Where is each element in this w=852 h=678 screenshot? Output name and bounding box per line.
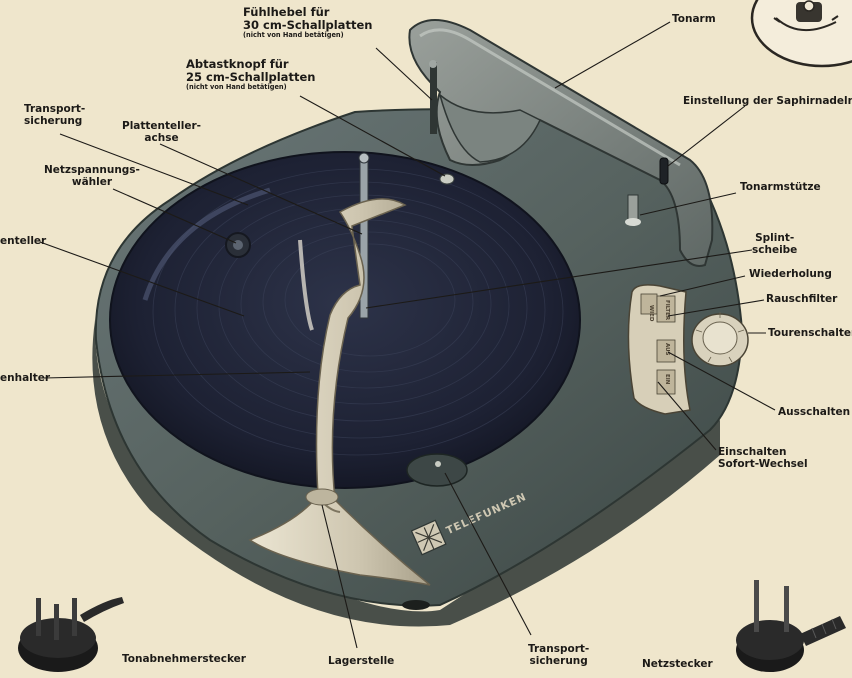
label-netzstecker: Netzstecker: [642, 658, 713, 670]
label-plattenteller: enteller: [0, 235, 46, 247]
setting-dial-icon: [752, 0, 852, 66]
label-wiederholung: Wiederholung: [749, 268, 832, 280]
label-line: scheibe: [752, 244, 797, 256]
label-tonarmstuetze: Tonarmstütze: [740, 181, 821, 193]
plug-icon: [18, 597, 124, 672]
label-tonabnehmerstecker: Tonabnehmerstecker: [122, 653, 246, 665]
label-line: Plattenteller-: [122, 120, 201, 132]
label-line: Abtastknopf für: [186, 58, 315, 71]
label-transport-bottom: Transport- sicherung: [528, 643, 589, 667]
panel-button-label: FILTER: [664, 300, 670, 321]
label-line: sicherung: [24, 115, 85, 127]
label-einstellung: Einstellung der Saphirnadeln: [683, 95, 852, 107]
label-line: Transport-: [24, 103, 85, 115]
label-fuehlhebel: Fühlhebel für 30 cm-Schallplatten (nicht…: [243, 6, 372, 39]
plug-icon: [736, 580, 846, 672]
label-line: Splint-: [752, 232, 797, 244]
label-abtastknopf: Abtastknopf für 25 cm-Schallplatten (nic…: [186, 58, 315, 91]
label-lagerstelle: Lagerstelle: [328, 655, 394, 667]
label-line: Netzspannungs-: [44, 164, 140, 176]
label-line: sicherung: [528, 655, 589, 667]
label-line: Transport-: [528, 643, 589, 655]
label-line: 30 cm-Schallplatten: [243, 19, 372, 32]
panel-button-label: WIED: [648, 305, 654, 322]
label-note: (nicht von Hand betätigen): [243, 31, 372, 39]
label-splintscheibe: Splint- scheibe: [752, 232, 797, 256]
label-line: wähler: [44, 176, 140, 188]
label-tonarm: Tonarm: [672, 13, 716, 25]
label-tourenschalter: Tourenschalter: [768, 327, 852, 339]
label-einschalten: Einschalten Sofort-Wechsel: [718, 446, 808, 470]
label-netzspannung: Netzspannungs- wähler: [44, 164, 140, 188]
label-note: (nicht von Hand betätigen): [186, 83, 315, 91]
label-line: Sofort-Wechsel: [718, 458, 808, 470]
label-rauschfilter: Rauschfilter: [766, 293, 837, 305]
label-ausschalten: Ausschalten: [778, 406, 850, 418]
panel-button-label: EIN: [664, 374, 670, 385]
label-line: Einschalten: [718, 446, 808, 458]
label-plattenteller-achse: Plattenteller- achse: [122, 120, 201, 144]
panel-button-label: AUS: [664, 343, 670, 356]
label-transport-top: Transport- sicherung: [24, 103, 85, 127]
label-line: Fühlhebel für: [243, 6, 372, 19]
label-line: achse: [122, 132, 201, 144]
label-line: 25 cm-Schallplatten: [186, 71, 315, 84]
label-plattenhalter: enhalter: [0, 372, 50, 384]
